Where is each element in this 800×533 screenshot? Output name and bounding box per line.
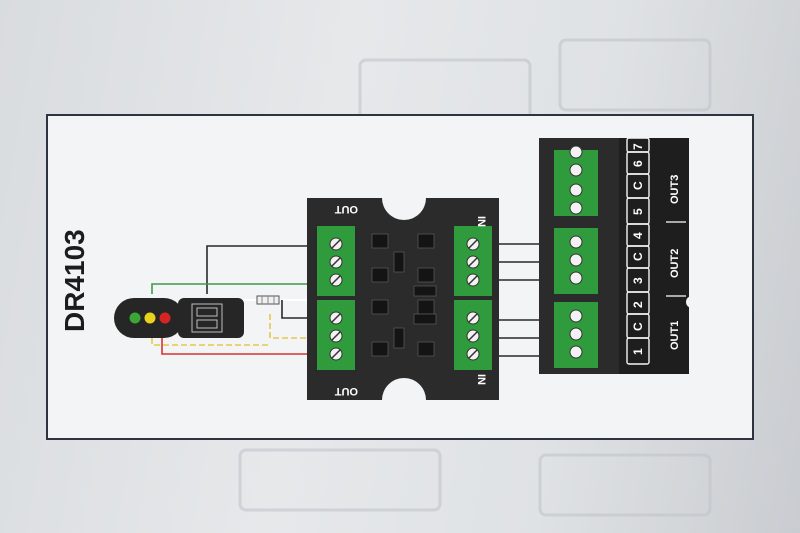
out-label-bottom: OUT	[335, 385, 359, 397]
group-label-out1: OUT1	[669, 321, 681, 350]
out-label-top: OUT	[335, 203, 359, 215]
signal-pcb	[191, 303, 223, 333]
pin-label-6: 4	[631, 232, 645, 239]
diagram-frame: DR4103	[46, 114, 754, 440]
smd-components	[371, 233, 437, 357]
group-labels: OUT1 OUT2 OUT3	[669, 175, 681, 350]
signal-head	[114, 298, 244, 338]
pin-label-9: 6	[631, 160, 645, 167]
wiring-diagram: DR4103	[59, 137, 698, 400]
pin-label-3: 2	[631, 301, 645, 308]
wire-red	[161, 338, 324, 355]
in-label-top: IN	[475, 216, 487, 227]
pin-label-5: C	[631, 252, 645, 261]
output-terminal-strip: 1 C 2 3 C 4 5 C 6 7 OUT1 OUT2 OUT3	[539, 137, 698, 374]
decoder-board: OUT OUT IN IN	[307, 198, 499, 400]
pin-label-1: 1	[631, 348, 645, 355]
wires	[151, 243, 542, 357]
in-label-bottom: IN	[475, 374, 487, 385]
pin-label-2: C	[631, 322, 645, 331]
mounting-hole	[686, 296, 698, 308]
signal-lamp-green	[129, 312, 141, 324]
wire-yellow-2	[151, 338, 270, 346]
signal-lamp-red	[159, 312, 171, 324]
resistor	[256, 295, 280, 305]
wire-green	[151, 283, 324, 294]
model-label: DR4103	[59, 229, 90, 332]
pin-label-8: C	[631, 181, 645, 190]
pin-label-4: 3	[631, 277, 645, 284]
group-label-out2: OUT2	[669, 249, 681, 278]
wire-yellow	[269, 314, 324, 339]
pin-label-10: 7	[631, 143, 645, 150]
group-dividers	[666, 221, 686, 297]
pin-label-7: 5	[631, 208, 645, 215]
wire-black	[206, 245, 324, 294]
pin-label-cells	[626, 137, 650, 365]
pin-labels: 1 C 2 3 C 4 5 C 6 7	[631, 143, 645, 355]
signal-lamp-yellow	[144, 312, 156, 324]
group-label-out3: OUT3	[669, 175, 681, 204]
